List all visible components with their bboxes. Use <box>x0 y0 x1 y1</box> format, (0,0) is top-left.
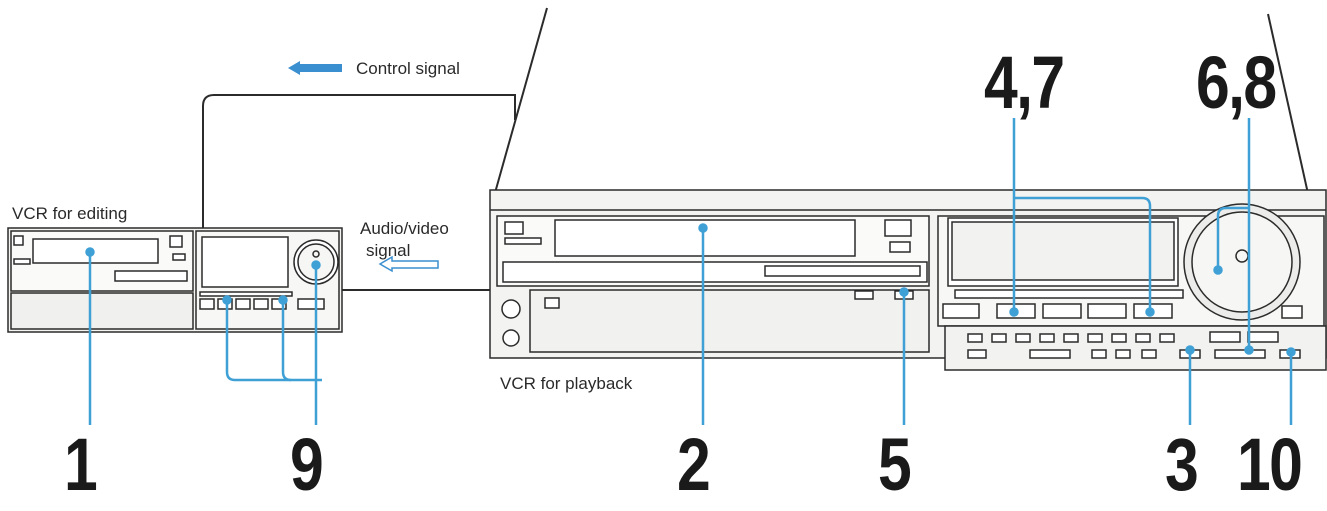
vcr-editing-label: VCR for editing <box>12 204 127 224</box>
vcr-playback-label: VCR for playback <box>500 374 632 394</box>
control-signal-label: Control signal <box>356 59 460 79</box>
callout-number-3: 3 <box>1165 428 1197 502</box>
callout-number-1: 1 <box>64 428 96 502</box>
playback-vcr <box>490 190 1326 370</box>
callout-number-9: 9 <box>290 428 322 502</box>
editing-vcr <box>8 228 342 332</box>
callout-number-4-7: 4,7 <box>984 46 1063 120</box>
audio-video-label-line2: signal <box>366 241 410 261</box>
playback-vcr-left-edge <box>493 8 547 200</box>
callout-number-10: 10 <box>1237 428 1301 502</box>
control-signal-arrow <box>288 61 342 75</box>
callout-number-5: 5 <box>878 428 910 502</box>
audio-video-label-line1: Audio/video <box>360 219 449 239</box>
control-signal-cable <box>203 95 515 228</box>
callout-number-2: 2 <box>677 428 709 502</box>
callout-number-6-8: 6,8 <box>1196 46 1275 120</box>
